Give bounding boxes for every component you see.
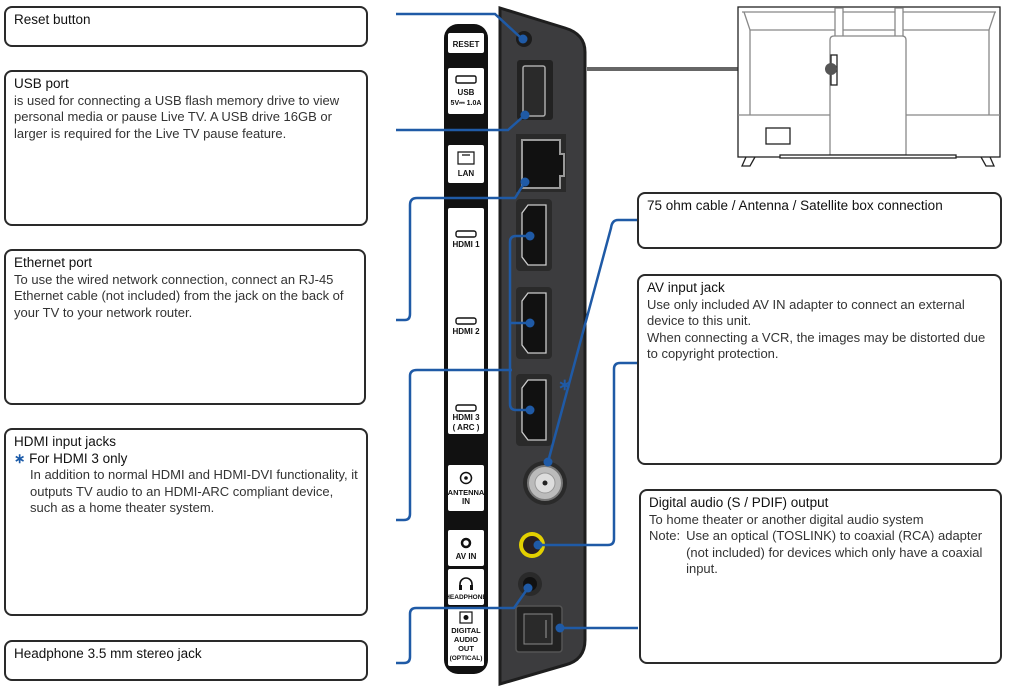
callout-title: Headphone 3.5 mm stereo jack <box>14 646 202 661</box>
svg-text:HEADPHONE: HEADPHONE <box>445 594 487 601</box>
usb-port <box>517 60 553 120</box>
av-input-port <box>519 532 545 558</box>
svg-text:( ARC ): ( ARC ) <box>453 423 480 432</box>
callout-title: Ethernet port <box>14 255 93 270</box>
callout-digital-audio-output: Digital audio (S / PDIF) output To home … <box>639 489 1002 664</box>
callout-reset-button: Reset button <box>4 6 368 47</box>
usb-symbol-icon <box>455 75 477 84</box>
av-symbol-icon <box>460 537 472 549</box>
line-usb <box>396 114 526 132</box>
tv-rear-thumbnail <box>737 6 1001 167</box>
label-headphone: HEADPHONE <box>445 569 487 605</box>
callout-description: To use the wired network connection, con… <box>14 271 344 320</box>
label-hdmi-group: HDMI 1 HDMI 2 HDMI 3 ( ARC ) <box>448 208 484 434</box>
line-av <box>538 361 638 547</box>
asterisk-icon: ∗ <box>14 450 26 466</box>
svg-text:HDMI 3: HDMI 3 <box>452 413 480 422</box>
headphone-symbol-icon <box>459 577 473 587</box>
tv-locator-dot <box>825 63 837 75</box>
optical-symbol-icon <box>459 611 473 624</box>
svg-text:IN: IN <box>462 497 470 506</box>
callout-subtitle: For HDMI 3 only <box>29 450 128 466</box>
label-usb: USB 5V⎓ 1.0A <box>448 68 484 114</box>
line-hdmi <box>396 368 512 522</box>
svg-text:AV IN: AV IN <box>456 552 477 561</box>
callout-title: USB port <box>14 76 69 91</box>
svg-text:5V⎓ 1.0A: 5V⎓ 1.0A <box>451 100 482 107</box>
hdmi-symbol-icon <box>455 317 477 325</box>
callout-title: Reset button <box>14 12 91 27</box>
svg-text:USB: USB <box>458 88 475 97</box>
svg-text:OUT: OUT <box>458 644 474 653</box>
svg-text:AUDIO: AUDIO <box>454 635 478 644</box>
label-reset: RESET <box>448 33 484 53</box>
antenna-symbol-icon <box>459 471 473 485</box>
svg-text:HDMI 1: HDMI 1 <box>452 240 480 249</box>
svg-text:ANTENNA: ANTENNA <box>448 488 485 497</box>
callout-usb-port: USB port is used for connecting a USB fl… <box>4 70 368 226</box>
callout-endpoints <box>518 34 565 633</box>
hdmi-symbol-icon <box>455 230 477 238</box>
line-reset <box>396 12 521 38</box>
callout-description: Use only included AV IN adapter to conne… <box>647 296 965 329</box>
svg-text:LAN: LAN <box>458 169 475 178</box>
callout-description-2: When connecting a VCR, the images may be… <box>647 329 986 362</box>
callout-description: To home theater or another digital audio… <box>649 511 924 527</box>
label-digital-audio-out: DIGITAL AUDIO OUT (OPTICAL) <box>448 608 484 666</box>
label-antenna: ANTENNA IN <box>448 465 485 511</box>
line-antenna <box>546 218 638 463</box>
optical-audio-port <box>515 605 563 653</box>
hdmi-symbol-icon <box>455 404 477 412</box>
callout-ethernet-port: Ethernet port To use the wired network c… <box>4 249 366 405</box>
callout-av-input-jack: AV input jack Use only included AV IN ad… <box>637 274 1002 465</box>
callout-note: Note: Use an optical (TOSLINK) to coaxia… <box>649 528 992 578</box>
lan-symbol-icon <box>457 151 475 165</box>
callout-description: is used for connecting a USB flash memor… <box>14 92 340 141</box>
svg-text:RESET: RESET <box>453 40 480 49</box>
callout-headphone-jack: Headphone 3.5 mm stereo jack <box>4 640 368 681</box>
line-ethernet <box>396 181 527 322</box>
callout-title: HDMI input jacks <box>14 434 117 449</box>
callout-antenna-connection: 75 ohm cable / Antenna / Satellite box c… <box>637 192 1002 249</box>
svg-text:HDMI 2: HDMI 2 <box>452 327 480 336</box>
note-label: Note: <box>649 528 681 543</box>
note-text: Use an optical (TOSLINK) to coaxial (RCA… <box>686 528 983 576</box>
callout-title: Digital audio (S / PDIF) output <box>649 495 829 510</box>
svg-text:(OPTICAL): (OPTICAL) <box>450 655 483 662</box>
label-lan: LAN <box>448 145 484 183</box>
callout-hdmi-input-jacks: HDMI input jacks ∗ For HDMI 3 only In ad… <box>4 428 368 616</box>
label-av-in: AV IN <box>448 530 484 566</box>
antenna-port <box>523 461 567 505</box>
callout-title: AV input jack <box>647 280 725 295</box>
svg-text:DIGITAL: DIGITAL <box>451 626 481 635</box>
callout-title: 75 ohm cable / Antenna / Satellite box c… <box>647 198 943 213</box>
line-headphone <box>396 587 530 665</box>
callout-description: In addition to normal HDMI and HDMI-DVI … <box>30 467 358 515</box>
